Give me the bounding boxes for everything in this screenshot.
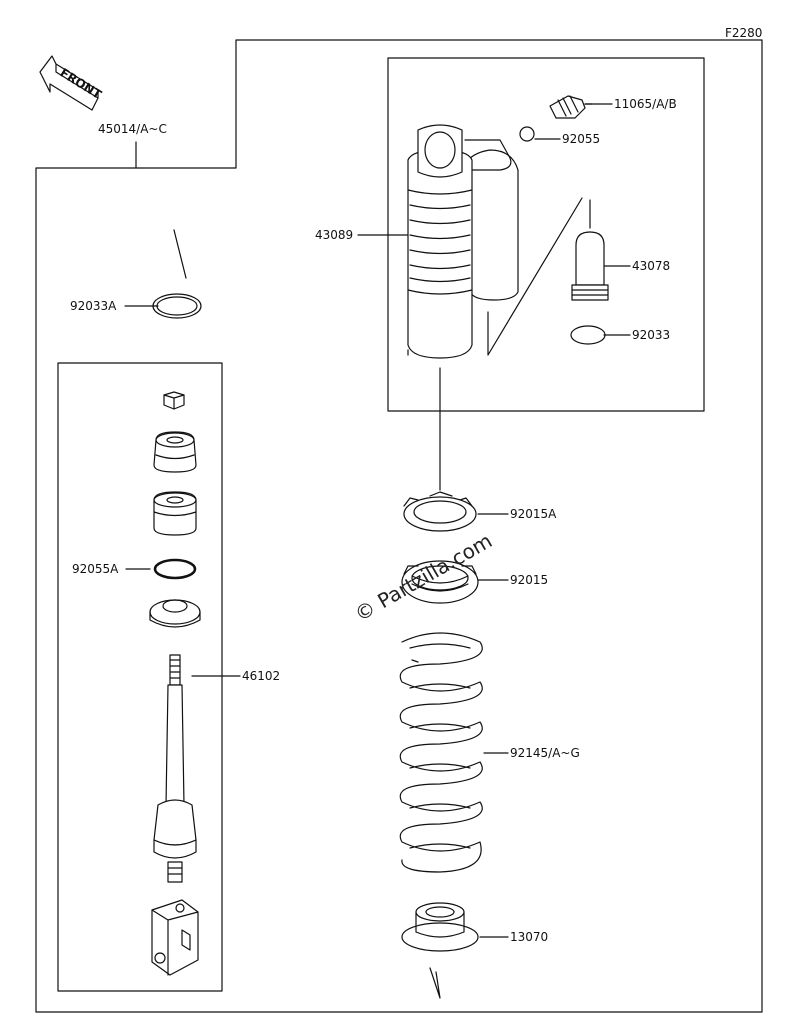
label-body: 43089 [315,228,353,242]
label-nut-b: 92015 [510,573,548,587]
rod-box [57,362,223,992]
snap-ring-outer [152,293,202,319]
snap-ring-inner [570,325,606,345]
leader-ring-outer-marker [173,229,187,279]
spring-part [399,632,483,873]
clevis-part [151,899,199,976]
label-bladder: 43078 [632,259,670,273]
label-ring-outer: 92033A [70,299,117,313]
bladder-part [571,199,609,301]
figure-code: F2280 [725,26,762,40]
piston-rod-part [153,654,197,883]
label-valve: 11065/A/B [614,97,677,111]
bracket-line [487,197,583,356]
nut-b-part [401,560,479,604]
label-oring-top: 92055 [562,132,600,146]
small-nut-part [163,391,185,410]
axis-marker-bottom [429,967,441,999]
front-arrow-icon [39,55,99,111]
valve-part [549,95,593,119]
label-spring: 92145/A~G [510,746,580,760]
spring-seat-part [401,902,479,952]
oring-top [519,126,535,142]
label-oring-left: 92055A [72,562,119,576]
assembly-border [35,39,763,1013]
label-spring-seat: 13070 [510,930,548,944]
label-assembly: 45014/A~C [98,122,167,136]
bushing-top-part [153,431,197,473]
label-nut-a: 92015A [510,507,557,521]
shock-body [407,124,519,359]
label-ring-inner: 92033 [632,328,670,342]
label-rod-assembly: 46102 [242,669,280,683]
washer-part [149,599,201,628]
bushing-mid-part [153,491,197,536]
nut-a-part [403,491,477,532]
oring-left-part [153,558,197,580]
